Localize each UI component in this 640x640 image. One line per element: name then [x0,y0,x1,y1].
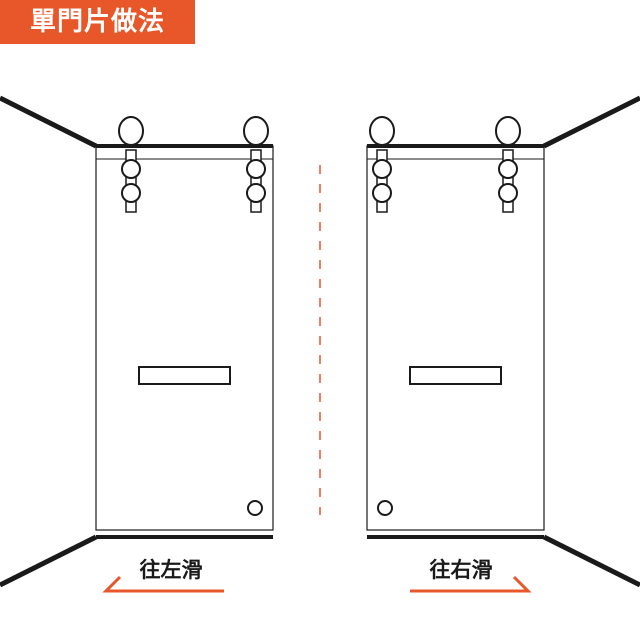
left-direction-label: 往左滑 [139,558,203,582]
left-wall-top-line [0,95,98,149]
left-door-panel [95,145,274,531]
hanger-bracket [502,149,514,213]
left-arrow [102,575,224,593]
clamp-bolt-icon [498,183,518,203]
left-roller-hanger-2 [243,116,269,213]
clamp-bolt-icon [121,183,141,203]
hanger-bracket [376,149,388,213]
left-roller-hanger-1 [118,116,144,213]
clamp-bolt-icon [246,159,266,179]
right-door-panel [366,145,545,531]
title-badge [0,0,195,44]
clamp-bolt-icon [121,159,141,179]
clamp-bolt-icon [246,183,266,203]
clamp-bolt-icon [372,183,392,203]
roller-wheel-icon [243,116,269,146]
right-door-handle [409,366,502,385]
right-roller-hanger-1 [369,116,395,213]
left-floor-guide-icon [247,500,263,516]
clamp-bolt-icon [498,159,518,179]
left-door-handle [138,366,231,385]
page-title: 單門片做法 [29,7,165,37]
right-arrow [410,575,532,593]
right-floor-guide-icon [377,500,393,516]
hanger-bracket [125,149,137,213]
roller-wheel-icon [118,116,144,146]
left-wall-bottom-line [0,534,98,588]
hanger-bracket [250,149,262,213]
right-roller-hanger-2 [495,116,521,213]
roller-wheel-icon [369,116,395,146]
right-wall-top-line [542,95,640,149]
left-door-assembly [0,95,274,593]
right-door-assembly [366,95,640,593]
right-direction-label: 往右滑 [429,558,493,582]
roller-wheel-icon [495,116,521,146]
right-wall-bottom-line [542,534,640,588]
clamp-bolt-icon [372,159,392,179]
